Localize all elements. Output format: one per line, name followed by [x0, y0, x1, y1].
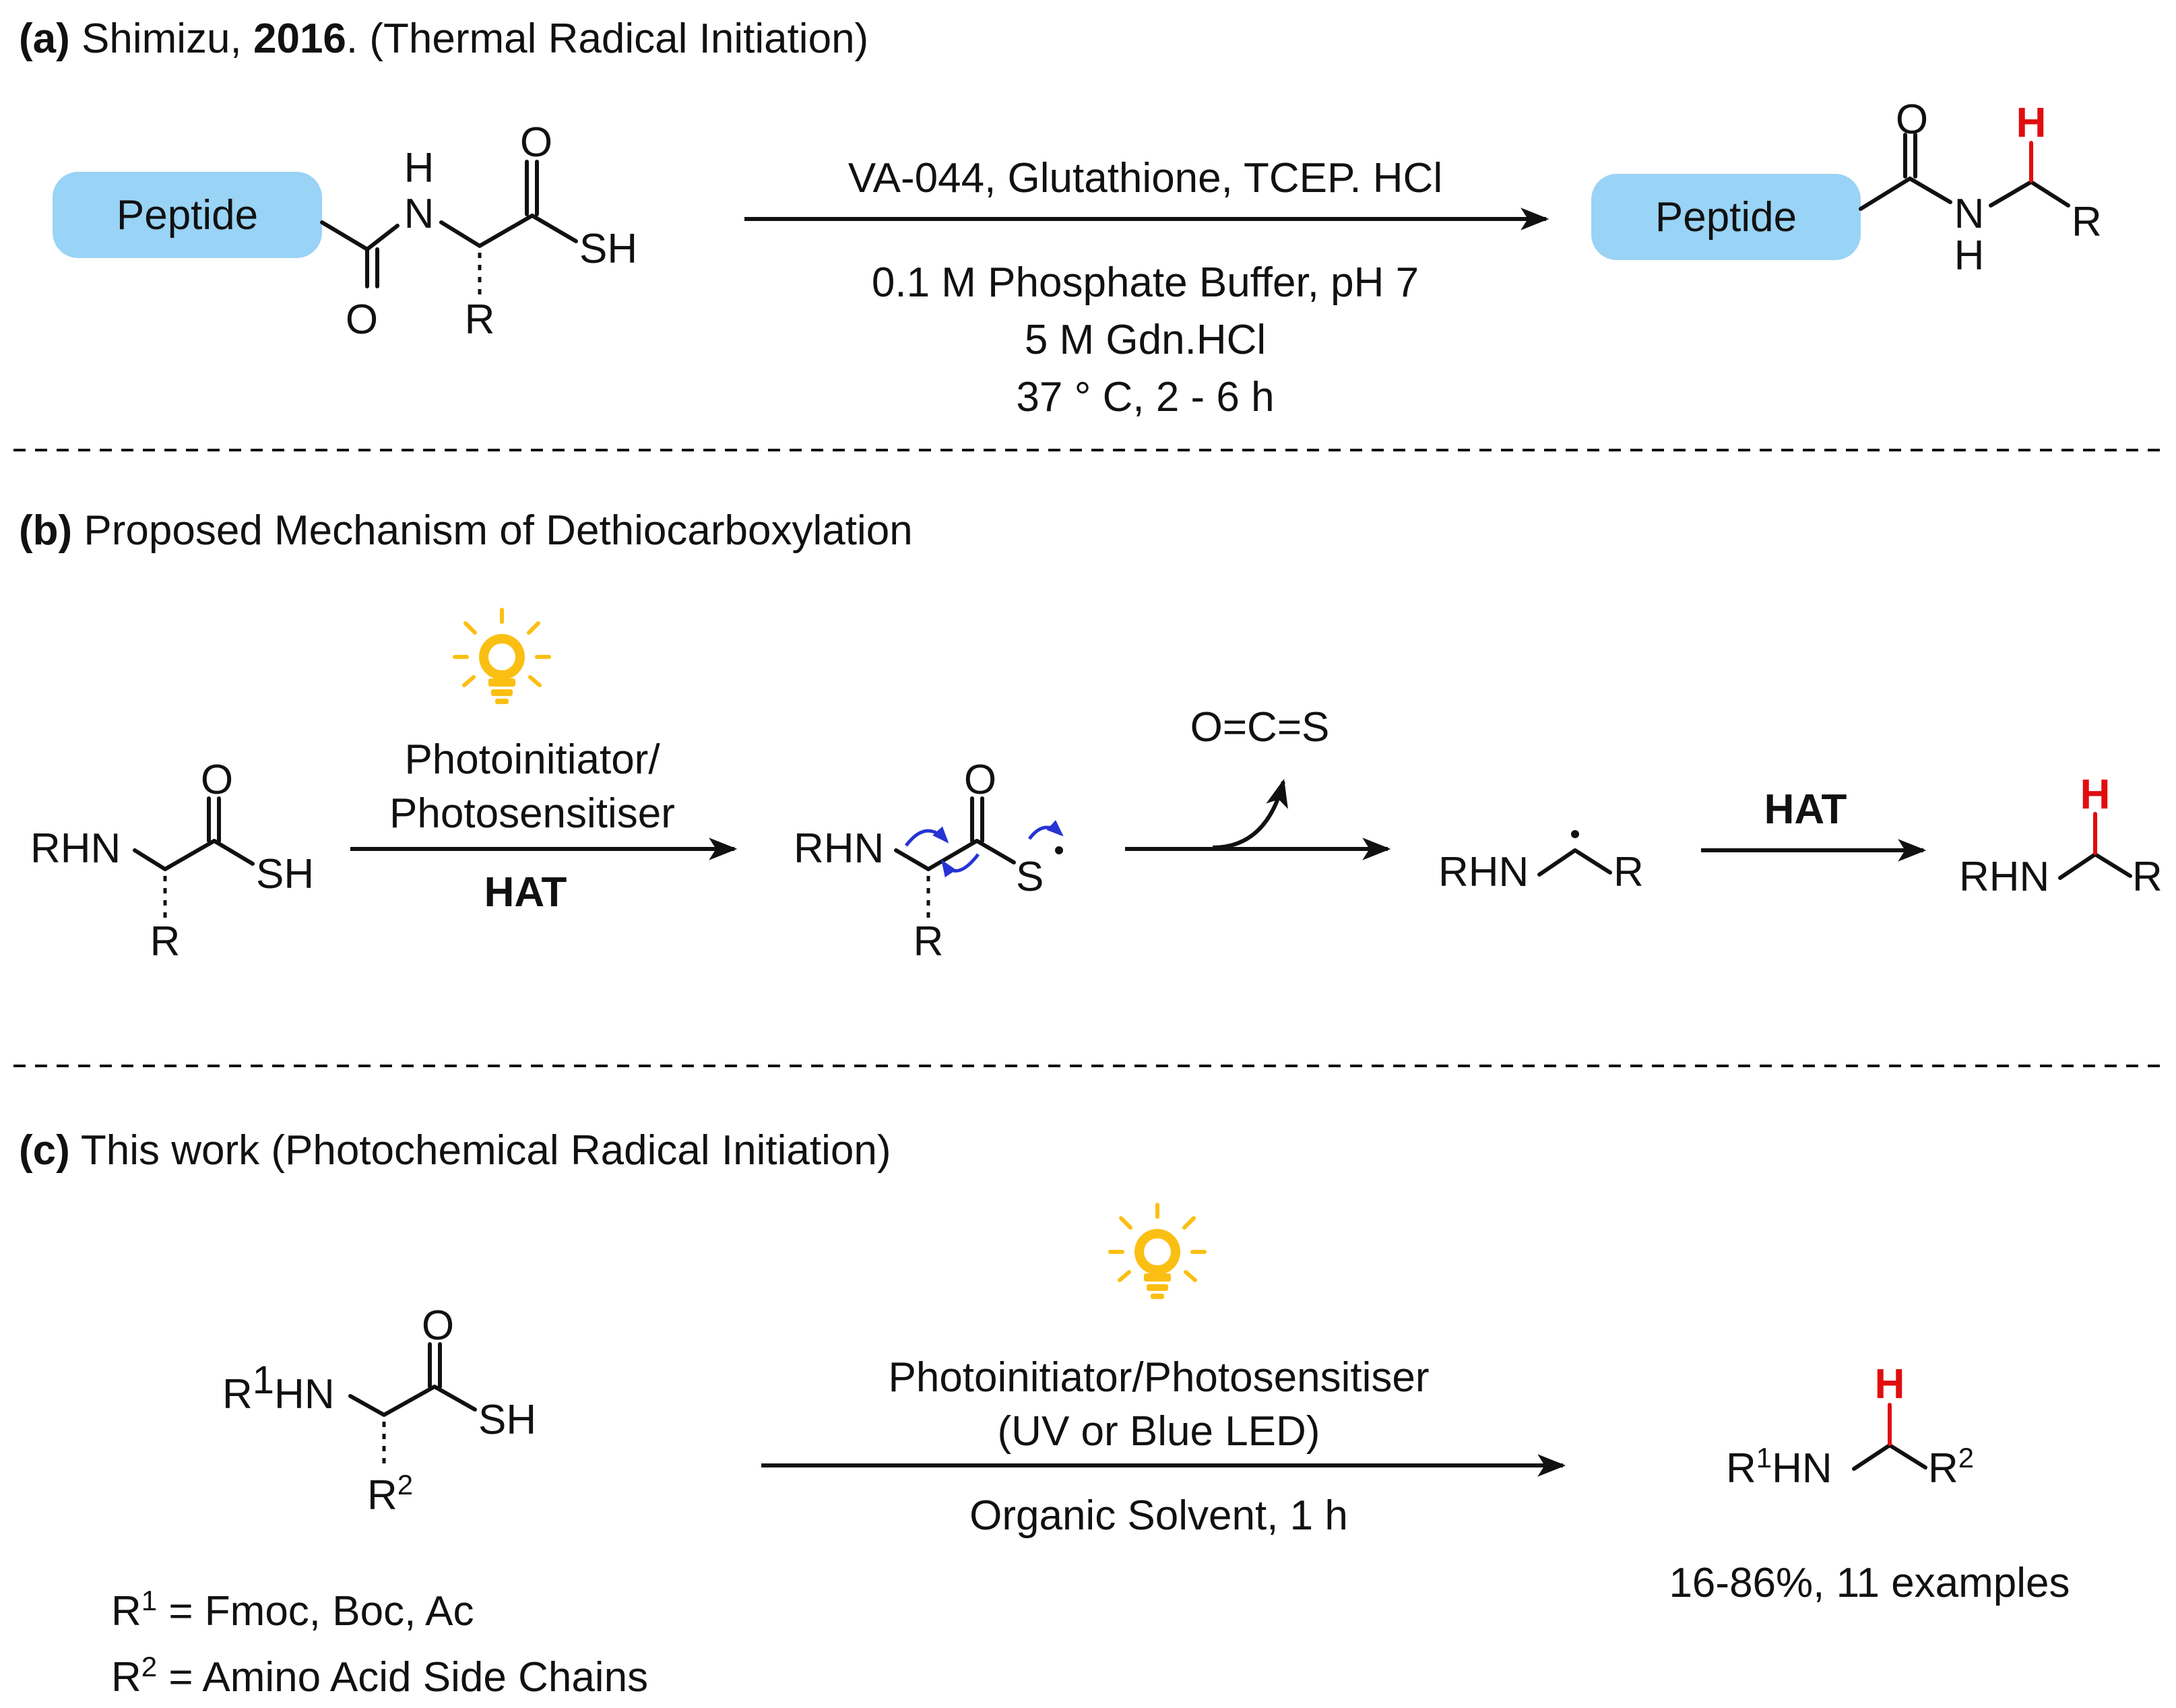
- bond: [1537, 848, 1612, 877]
- conditions-text: Organic Solvent, 1 h: [969, 1492, 1348, 1539]
- bond: [348, 1385, 477, 1417]
- atom-n: N: [1954, 191, 1985, 237]
- peptide-pill-right: [1591, 174, 1861, 260]
- lightbulb-icon: [455, 610, 549, 704]
- peptide-label-right: Peptide: [1655, 194, 1797, 241]
- atom-r: R: [465, 296, 495, 343]
- highlighted-hydrogen: H: [2080, 771, 2111, 818]
- atom-o: O: [346, 296, 378, 343]
- curly-arrow: [905, 826, 949, 847]
- bond: [439, 214, 534, 248]
- atom-r: R: [2132, 854, 2163, 900]
- radical-dot: [1571, 830, 1579, 838]
- condition-text: 37 ° C, 2 - 6 h: [1016, 374, 1274, 420]
- atom-r: R: [2072, 199, 2102, 245]
- condition-text: 0.1 M Phosphate Buffer, pH 7: [872, 259, 1419, 306]
- r2-group: R2: [367, 1469, 413, 1519]
- bond: [1989, 180, 2070, 208]
- curly-arrow: [1027, 820, 1064, 840]
- atom-o: O: [201, 757, 233, 803]
- lightbulb-icon: [1110, 1205, 1205, 1299]
- highlighted-hydrogen: H: [2016, 100, 2047, 146]
- panel-c-heading: (c) This work (Photochemical Radical Ini…: [19, 1127, 891, 1174]
- panel-b-heading: (b) Proposed Mechanism of Dethiocarboxyl…: [19, 507, 913, 554]
- bond: [1859, 177, 1952, 211]
- highlighted-hydrogen: H: [1875, 1361, 1905, 1407]
- rhn-group: RHN: [30, 825, 121, 872]
- panel-a: (a) Shimizu, 2016. (Thermal Radical Init…: [19, 15, 2102, 420]
- panel-c: (c) This work (Photochemical Radical Ini…: [19, 1127, 2070, 1701]
- arrow-label: (UV or Blue LED): [998, 1408, 1320, 1455]
- hat-label: HAT: [1764, 786, 1847, 833]
- r2-definition: R2 = Amino Acid Side Chains: [111, 1651, 648, 1701]
- atom-r: R: [1613, 849, 1644, 895]
- r2-group: R2: [1928, 1442, 1974, 1492]
- peptide-pill-left: [53, 172, 322, 258]
- atom-o: O: [422, 1302, 454, 1349]
- panel-b: (b) Proposed Mechanism of Dethiocarboxyl…: [19, 507, 2163, 965]
- atom-sh: SH: [478, 1397, 536, 1443]
- rhn-group: RHN: [1438, 849, 1529, 895]
- atom-o: O: [1896, 96, 1928, 143]
- atom-sh: SH: [256, 851, 314, 897]
- bond: [894, 839, 1016, 871]
- atom-h: H: [404, 145, 435, 191]
- atom-s: S: [1016, 854, 1044, 900]
- r1hn-group: R1HN: [1726, 1442, 1832, 1492]
- bond: [2058, 852, 2132, 880]
- arrow-label: Photoinitiator/Photosensitiser: [888, 1354, 1429, 1401]
- bond: [1852, 1443, 1927, 1471]
- arrow-label: Photosensitiser: [389, 790, 675, 837]
- r1hn-group: R1HN: [222, 1358, 335, 1418]
- panel-a-heading: (a) Shimizu, 2016. (Thermal Radical Init…: [19, 15, 868, 62]
- rhn-group: RHN: [1959, 854, 2049, 900]
- hat-label: HAT: [484, 869, 567, 916]
- bond: [320, 220, 399, 251]
- atom-sh: SH: [579, 226, 637, 272]
- atom-r: R: [914, 918, 944, 965]
- curly-arrow: [941, 853, 980, 878]
- yield-text: 16-86%, 11 examples: [1669, 1560, 2070, 1606]
- radical-dot: [1055, 846, 1063, 854]
- atom-o: O: [964, 757, 996, 803]
- atom-r: R: [150, 918, 181, 965]
- atom-o: O: [520, 119, 552, 166]
- arrow-label: Photoinitiator/: [404, 736, 660, 783]
- peptide-label-left: Peptide: [117, 192, 258, 239]
- atom-h: H: [1954, 232, 1985, 279]
- cos-byproduct: O=C=S: [1190, 704, 1330, 751]
- condition-text: 5 M Gdn.HCl: [1025, 317, 1266, 363]
- rhn-group: RHN: [794, 825, 884, 872]
- bond: [133, 839, 255, 871]
- byproduct-arrow: [1212, 778, 1288, 850]
- reagents-text: VA-044, Glutathione, TCEP. HCl: [848, 155, 1442, 201]
- atom-n: N: [404, 191, 435, 237]
- bond: [530, 214, 578, 243]
- r1-definition: R1 = Fmoc, Boc, Ac: [111, 1585, 474, 1635]
